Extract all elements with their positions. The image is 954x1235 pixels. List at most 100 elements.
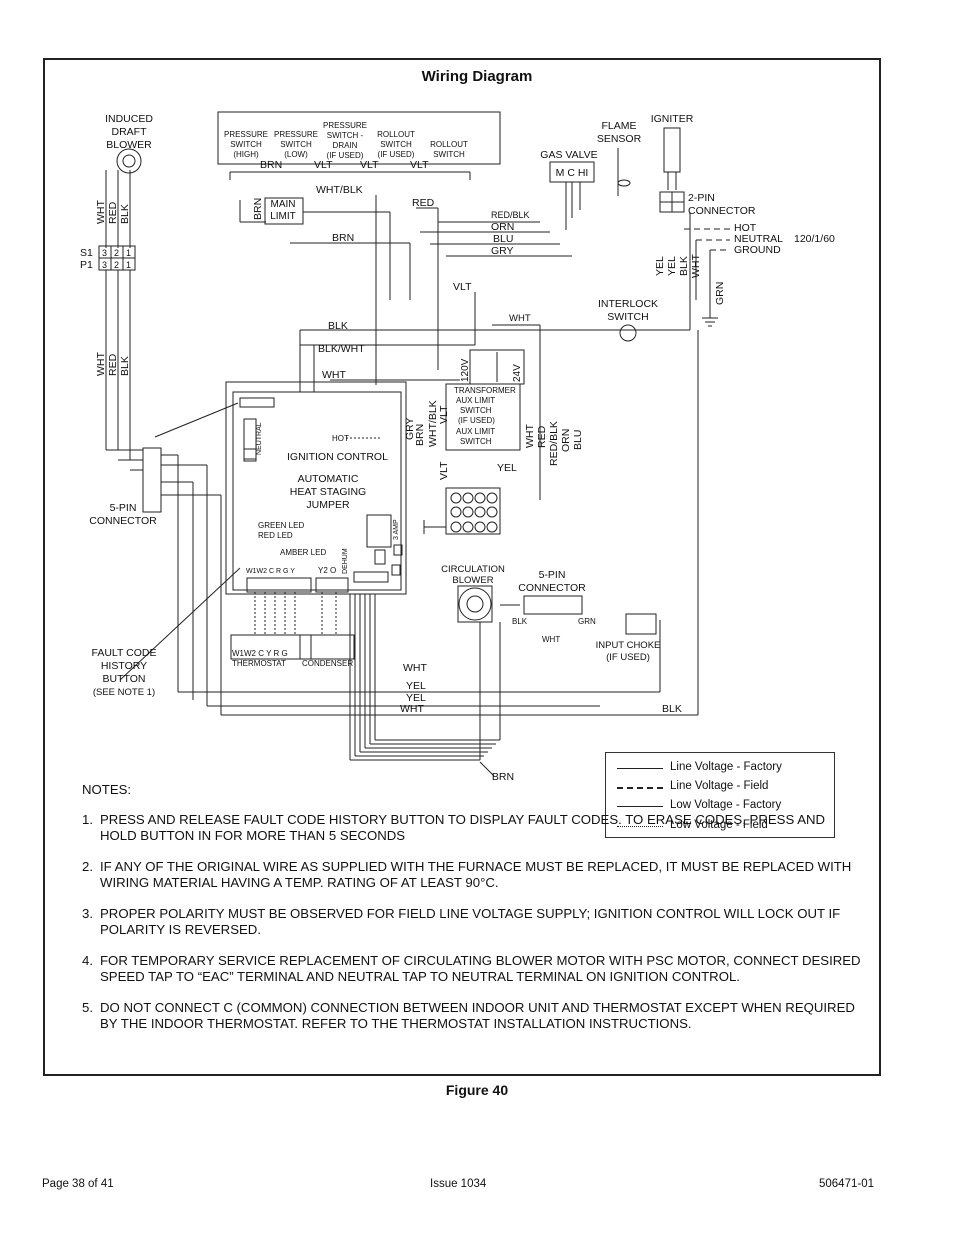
wire-label-red-v2: RED bbox=[107, 353, 119, 376]
wire-label-vlt-4: VLT bbox=[453, 281, 472, 293]
note-number: 2. bbox=[82, 859, 93, 874]
thermostat-block bbox=[230, 634, 312, 660]
diagram-frame bbox=[43, 58, 881, 1076]
legend-row: Line Voltage - Factory bbox=[606, 759, 836, 777]
svg-text:1: 1 bbox=[126, 248, 131, 258]
wire-label-blk-3: BLK bbox=[512, 617, 528, 626]
input-choke-label: INPUT CHOKE(IF USED) bbox=[596, 640, 661, 663]
gas-valve-label: GAS VALVE bbox=[540, 149, 597, 161]
legend-label: Line Voltage - Factory bbox=[670, 761, 782, 773]
v120-label: 120V bbox=[460, 358, 471, 382]
wire-label-red-blk-1: RED/BLK bbox=[491, 210, 530, 220]
diagram-title: Wiring Diagram bbox=[421, 68, 533, 85]
input-choke bbox=[625, 613, 657, 635]
note-number: 1. bbox=[82, 812, 93, 827]
twelve-pin-connector bbox=[445, 487, 501, 535]
p1-label: P1 bbox=[80, 259, 93, 271]
circulation-blower-symbol bbox=[458, 587, 492, 621]
wire-label-blk-1: BLK bbox=[328, 320, 348, 332]
thermostat-terms: W1W2 C Y R G bbox=[232, 649, 288, 658]
note-number: 5. bbox=[82, 1000, 93, 1015]
condenser-label: CONDENSER bbox=[302, 659, 353, 668]
wire-label-blk-v3: BLK bbox=[678, 256, 690, 276]
wire-label-brn-1: BRN bbox=[260, 159, 282, 171]
aux-limit-box bbox=[445, 383, 521, 451]
note-text: FOR TEMPORARY SERVICE REPLACEMENT OF CIR… bbox=[100, 953, 861, 984]
note-item: 5.DO NOT CONNECT C (COMMON) CONNECTION B… bbox=[82, 1000, 862, 1032]
wire-label-blk-v2: BLK bbox=[119, 356, 131, 376]
notes-header: NOTES: bbox=[82, 782, 132, 797]
wire-label-vlt-v1: VLT bbox=[438, 405, 450, 424]
neutral-label: NEUTRAL bbox=[256, 422, 263, 455]
figure-caption: Figure 40 bbox=[445, 1082, 509, 1098]
five-pin-connector-right bbox=[523, 595, 583, 615]
wire-label-gry-1: GRY bbox=[491, 245, 514, 257]
footer-page: Page 38 of 41 bbox=[42, 1178, 114, 1190]
note-item: 3.PROPER POLARITY MUST BE OBSERVED FOR F… bbox=[82, 906, 862, 938]
gas-valve-terminals: M C HI bbox=[556, 167, 589, 179]
wire-label-blu-v1: BLU bbox=[572, 430, 584, 450]
wire-label-red-v1: RED bbox=[107, 201, 119, 224]
control-terms: W1W2 C R G Y bbox=[246, 568, 295, 575]
wire-label-red-blk-v1: RED/BLK bbox=[548, 421, 560, 466]
main-limit-box bbox=[264, 197, 304, 225]
v24-label: 24V bbox=[512, 364, 523, 382]
wire-label-blk-wht-1: BLK/WHT bbox=[318, 343, 365, 355]
y2-o-terminals bbox=[315, 577, 349, 593]
legend-row: Line Voltage - Field bbox=[606, 778, 836, 796]
wire-label-wht-1: WHT bbox=[322, 369, 346, 381]
wire-label-orn-1: ORN bbox=[491, 221, 514, 233]
svg-text:2: 2 bbox=[114, 260, 119, 270]
wire-label-wht-v1: WHT bbox=[95, 200, 107, 224]
wire-label-wht-blk-v1: WHT/BLK bbox=[427, 400, 439, 447]
wire-label-blk-2: BLK bbox=[662, 703, 682, 715]
legend-label: Low Voltage - Factory bbox=[670, 799, 782, 811]
legend-line-line-voltage-factory bbox=[617, 768, 663, 769]
wire-label-brn-v2: BRN bbox=[414, 424, 426, 446]
wire-label-wht-2: WHT bbox=[509, 313, 531, 324]
legend-line-line-voltage-field bbox=[617, 787, 663, 789]
red-led-label: RED LED bbox=[258, 531, 293, 540]
wire-label-wht-v4: WHT bbox=[690, 254, 702, 278]
wire-label-yel-v1: YEL bbox=[654, 256, 666, 276]
legend-box: Line Voltage - Factory Line Voltage - Fi… bbox=[605, 752, 835, 838]
wire-label-grn-v1: GRN bbox=[714, 282, 726, 305]
wire-label-vlt-1: VLT bbox=[314, 159, 333, 171]
note-text: PRESS AND RELEASE FAULT CODE HISTORY BUT… bbox=[100, 812, 826, 843]
svg-text:2: 2 bbox=[114, 248, 119, 258]
fuse-block bbox=[366, 514, 392, 548]
five-pin-connector-left bbox=[142, 447, 162, 513]
wire-label-yel-3: YEL bbox=[406, 692, 426, 704]
wire-label-yel-1: YEL bbox=[497, 462, 517, 474]
legend-label: Line Voltage - Field bbox=[670, 780, 769, 792]
legend-row: Low Voltage - Factory bbox=[606, 797, 836, 815]
dehum-label: DEHUM bbox=[342, 548, 349, 574]
note-text: IF ANY OF THE ORIGINAL WIRE AS SUPPLIED … bbox=[100, 859, 852, 890]
note-item: 1. PRESS AND RELEASE FAULT CODE HISTORY B… bbox=[82, 812, 862, 844]
wire-label-orn-v1: ORN bbox=[560, 429, 572, 452]
svg-text:3: 3 bbox=[102, 260, 107, 270]
wire-label-gry-v1: GRY bbox=[404, 417, 416, 440]
connector-strip bbox=[353, 571, 389, 583]
supply-rating: 120/1/60 bbox=[794, 233, 835, 245]
pressure-switch-group-box bbox=[217, 111, 501, 165]
ignition-control-label: IGNITION CONTROL bbox=[287, 451, 388, 463]
igniter-element bbox=[663, 127, 681, 173]
legend-row: Low Voltage - Field bbox=[606, 817, 836, 835]
wire-label-wht-blk-1: WHT/BLK bbox=[316, 184, 363, 196]
inducer-blower-symbol bbox=[116, 148, 142, 174]
wire-label-vlt-2: VLT bbox=[360, 159, 379, 171]
igniter-label: IGNITER bbox=[651, 113, 694, 125]
wire-label-yel-v2: YEL bbox=[666, 256, 678, 276]
